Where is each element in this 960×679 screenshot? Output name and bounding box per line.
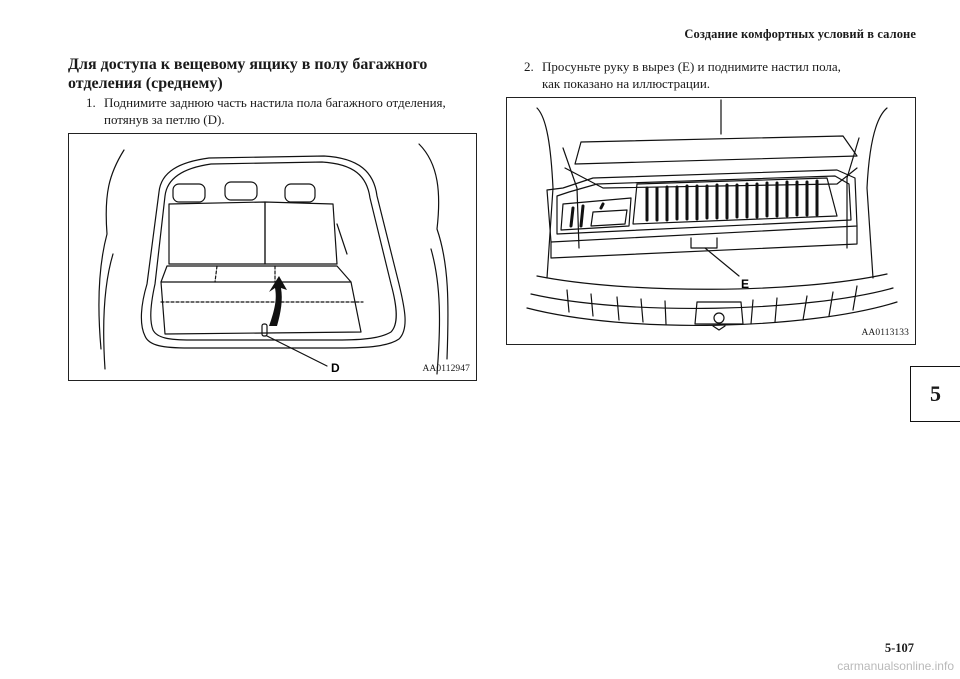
figure-code: AA0113133 bbox=[861, 328, 909, 338]
step-number: 2. bbox=[524, 59, 534, 74]
step-text: Просуньте руку в вырез (E) и поднимите н… bbox=[542, 59, 841, 91]
trunk-floor-illustration: D bbox=[98, 143, 449, 375]
step-number: 1. bbox=[86, 95, 96, 110]
callout-e-label: E bbox=[741, 277, 749, 291]
chapter-tab: 5 bbox=[910, 366, 960, 422]
section-title: Для доступа к вещевому ящику в полу бага… bbox=[68, 56, 428, 92]
floor-box-illustration: E bbox=[526, 99, 898, 331]
figure-code: AA0112947 bbox=[422, 364, 470, 374]
step-text: Поднимите заднюю часть настила пола бага… bbox=[104, 95, 446, 127]
running-header: Создание комфортных условий в салоне bbox=[684, 27, 916, 41]
page-number: 5-107 bbox=[884, 641, 914, 655]
figure-floor-box-view: E AA0113133 bbox=[506, 97, 916, 345]
figure-trunk-rear-view: D AA0112947 bbox=[68, 133, 477, 381]
watermark: carmanualsonline.info bbox=[837, 659, 954, 673]
callout-d-label: D bbox=[331, 361, 340, 375]
